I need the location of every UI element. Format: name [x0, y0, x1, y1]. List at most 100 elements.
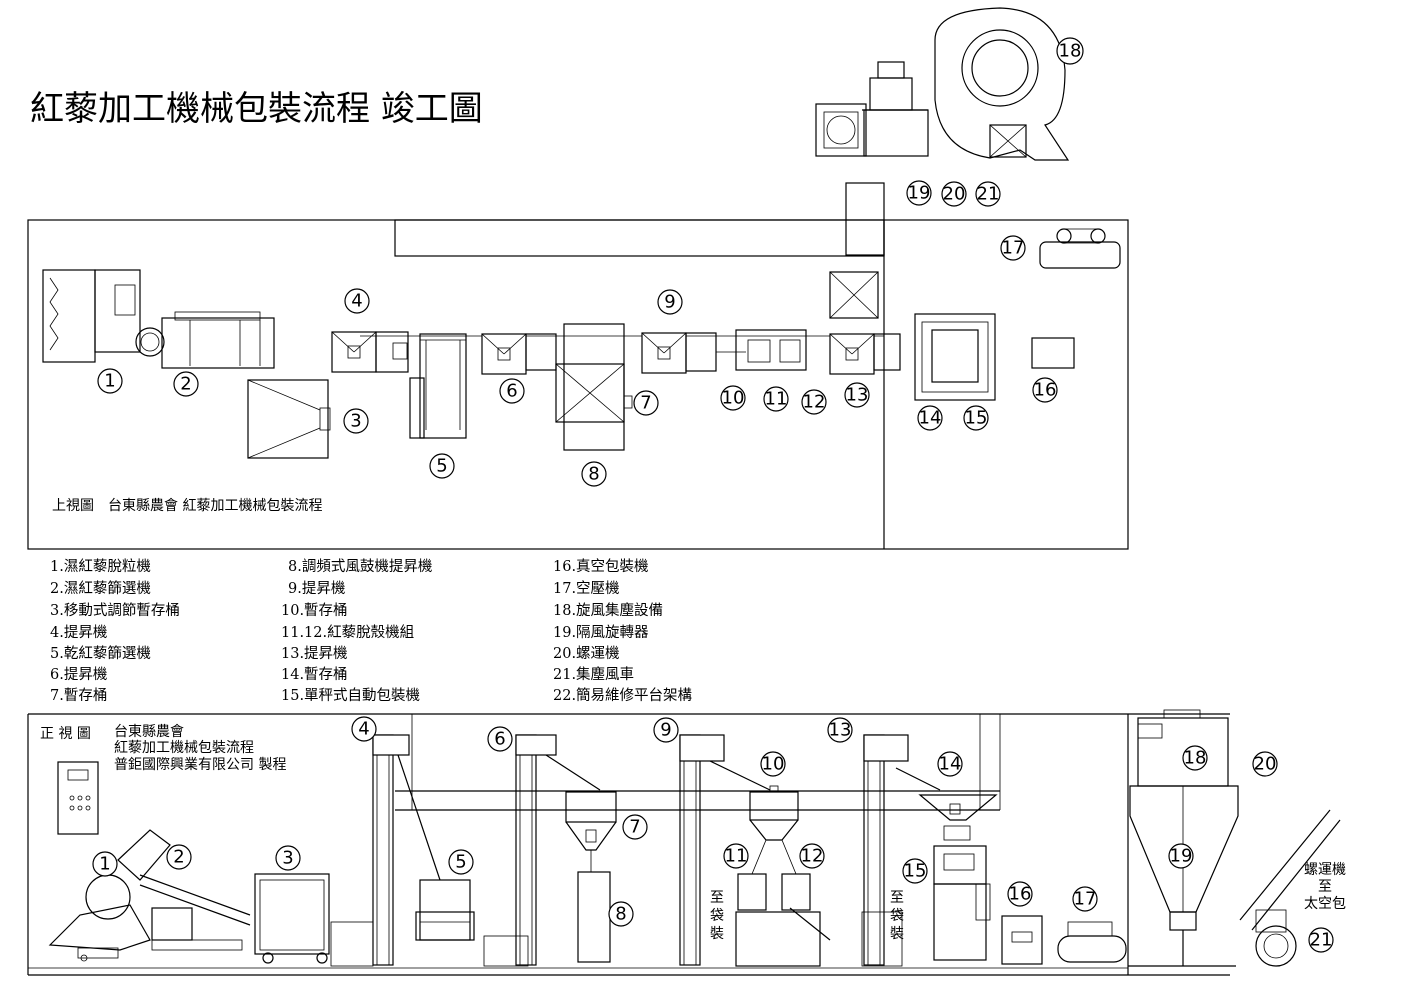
svg-text:至: 至	[710, 890, 724, 906]
front-machine-5	[415, 879, 475, 941]
legend-item: 6.提昇機	[50, 666, 107, 683]
legend-item: 5.乾紅藜篩選機	[50, 644, 151, 662]
svg-text:20: 20	[1254, 754, 1277, 775]
dust-collector-top-view	[815, 7, 1070, 161]
marker-top-18: 18	[1056, 37, 1084, 65]
marker-f20: 20	[1252, 751, 1278, 777]
base-bin	[330, 921, 374, 967]
svg-text:11: 11	[725, 846, 748, 867]
marker-f2: 2	[166, 844, 192, 870]
front-view-line2: 紅藜加工機械包裝流程	[114, 740, 254, 756]
svg-text:17: 17	[1074, 889, 1097, 910]
front-view-org: 台東縣農會	[114, 724, 184, 740]
marker-f16: 16	[1007, 881, 1033, 907]
marker-p13: 13	[844, 382, 870, 408]
front-packer-14-15	[918, 794, 998, 961]
plan-machine-5	[409, 333, 467, 439]
screw-conveyor-note: 螺運機 至 太空包	[1304, 862, 1346, 912]
svg-text:8: 8	[588, 464, 599, 485]
marker-f18: 18	[1182, 745, 1208, 771]
front-fan-21	[1255, 909, 1297, 967]
plan-machine-16	[1031, 337, 1075, 369]
legend-col1: 1.濕紅藜脫粒機 2.濕紅藜篩選機 3.移動式調節暫存桶 4.提昇機 5.乾紅藜…	[50, 558, 180, 704]
front-markers: 1 2 3 4 5 6 7 8 9 10 11 12 13 14 15 16 1…	[92, 716, 1334, 953]
front-machine-3	[254, 873, 330, 964]
front-view-line3: 普鉅國際興業有限公司 製程	[114, 757, 286, 773]
front-elevator-13	[863, 734, 941, 966]
svg-text:裝: 裝	[890, 926, 904, 942]
legend-item: 19.隔風旋轉器	[553, 624, 649, 641]
plan-machine-hatch-box	[829, 271, 879, 319]
marker-p5: 5	[429, 453, 455, 479]
plan-view-frame	[27, 219, 1129, 550]
svg-text:3: 3	[282, 848, 293, 869]
marker-p17: 17	[1000, 235, 1026, 261]
front-elevator-6	[515, 734, 601, 966]
front-elevator-4	[372, 734, 441, 966]
svg-text:袋: 袋	[890, 908, 904, 924]
plan-view-caption: 上視圖 台東縣農會 紅藜加工機械包裝流程	[52, 498, 322, 514]
svg-text:15: 15	[904, 861, 927, 882]
marker-p16: 16	[1032, 377, 1058, 403]
svg-text:裝: 裝	[710, 926, 724, 942]
svg-text:9: 9	[664, 292, 675, 313]
marker-f15: 15	[902, 858, 928, 884]
svg-text:13: 13	[829, 720, 852, 741]
drawing-title: 紅藜加工機械包裝流程 竣工圖	[30, 89, 483, 129]
svg-text:18: 18	[1184, 748, 1207, 769]
legend-item: 3.移動式調節暫存桶	[50, 601, 180, 619]
front-machine-17	[1057, 921, 1127, 963]
svg-text:21: 21	[977, 184, 1000, 205]
marker-f1: 1	[92, 851, 118, 877]
legend-item: 2.濕紅藜篩選機	[50, 579, 151, 597]
marker-f8: 8	[608, 901, 634, 927]
marker-top-20: 20	[941, 181, 967, 207]
plan-machine-17	[1039, 228, 1121, 269]
front-machine-2	[139, 874, 251, 951]
marker-p10: 10	[720, 385, 746, 411]
marker-p12: 12	[801, 389, 827, 415]
front-view-frame	[27, 713, 1230, 976]
legend-item: 17.空壓機	[553, 580, 620, 597]
legend-item: 10.暫存桶	[281, 602, 348, 619]
to-bag-label-b: 至 袋 裝	[890, 890, 904, 942]
front-bin-7-8	[565, 791, 617, 963]
legend-col2: 8.調頻式風鼓機提昇機 9.提昇機 10.暫存桶 11.12.紅藜脫殼機組 13…	[281, 558, 432, 704]
marker-top-19: 19	[906, 180, 932, 206]
svg-text:18: 18	[1059, 41, 1082, 62]
front-machine-16	[1001, 915, 1043, 965]
svg-text:7: 7	[629, 817, 640, 838]
marker-p1: 1	[97, 368, 123, 394]
plan-machine-9	[641, 332, 746, 374]
to-bag-label-a: 至 袋 裝	[710, 890, 724, 942]
duct-riser	[845, 182, 885, 256]
marker-f4: 4	[351, 716, 377, 742]
legend-item: 21.集塵風車	[553, 665, 634, 683]
marker-p8: 8	[581, 461, 607, 487]
marker-p3: 3	[343, 408, 369, 434]
svg-text:19: 19	[908, 183, 931, 204]
svg-text:16: 16	[1009, 884, 1032, 905]
marker-f9: 9	[653, 717, 679, 743]
legend-item: 9.提昇機	[288, 580, 345, 597]
svg-text:17: 17	[1002, 238, 1025, 259]
marker-f10: 10	[760, 751, 786, 777]
marker-p15: 15	[963, 405, 989, 431]
svg-text:4: 4	[351, 291, 362, 312]
plan-machine-4	[331, 331, 884, 373]
svg-text:13: 13	[846, 385, 869, 406]
marker-f7: 7	[622, 814, 648, 840]
base-bin	[483, 935, 529, 967]
marker-f19: 19	[1168, 843, 1194, 869]
svg-text:14: 14	[939, 754, 962, 775]
plan-machine-2	[161, 311, 275, 369]
svg-text:15: 15	[965, 408, 988, 429]
marker-f5: 5	[448, 849, 474, 875]
svg-text:21: 21	[1310, 930, 1333, 951]
legend-item: 20.螺運機	[553, 645, 620, 662]
plan-machine-13	[829, 333, 901, 375]
marker-f6: 6	[487, 726, 513, 752]
marker-f11: 11	[723, 843, 749, 869]
marker-f12: 12	[799, 843, 825, 869]
